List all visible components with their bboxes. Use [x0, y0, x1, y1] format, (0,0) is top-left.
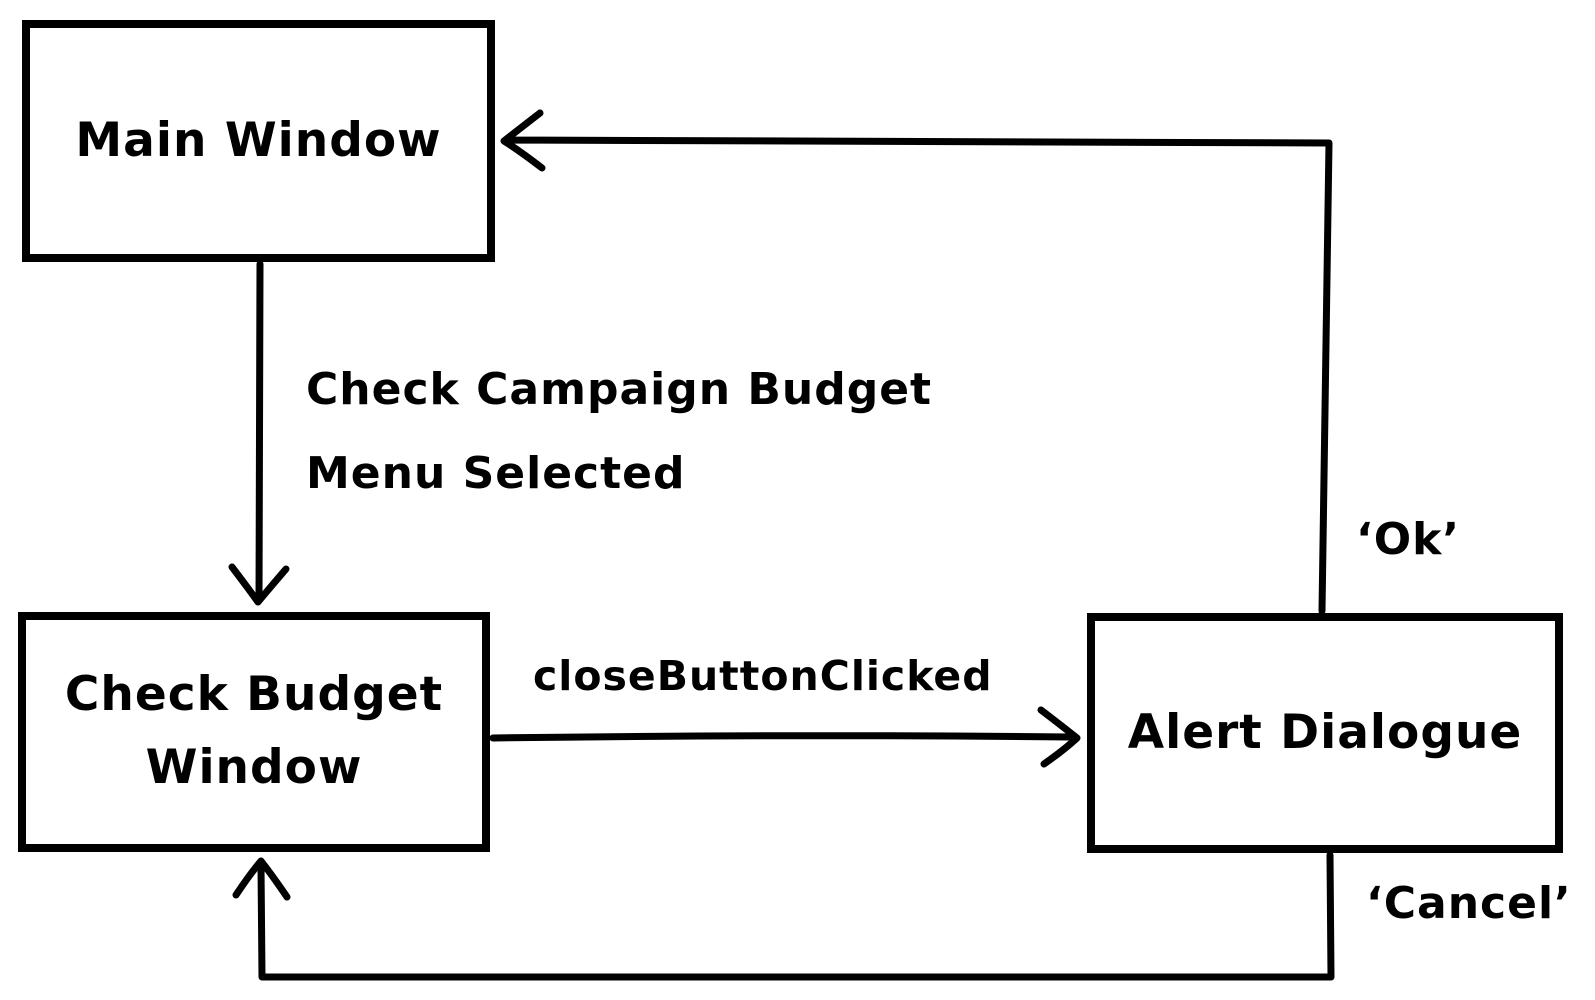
node-check-budget-window-label-line2: Window — [145, 740, 363, 795]
edge-label-menu-selected: Check Campaign Budget Menu Selected — [306, 348, 932, 515]
edge-label-cancel: ‘Cancel’ — [1366, 878, 1572, 929]
node-main-window: Main Window — [22, 20, 495, 262]
edge-label-ok: ‘Ok’ — [1356, 514, 1460, 565]
arrow-menu-selected — [228, 260, 290, 606]
edge-label-cancel-text: ‘Cancel’ — [1366, 878, 1572, 929]
arrow-ok — [500, 109, 1333, 615]
node-main-window-label: Main Window — [75, 112, 442, 168]
node-alert-dialogue-label: Alert Dialogue — [1127, 704, 1523, 760]
node-alert-dialogue: Alert Dialogue — [1087, 613, 1563, 853]
edge-label-menu-selected-line1: Check Campaign Budget — [306, 364, 933, 415]
arrow-group — [228, 109, 1335, 981]
edge-label-menu-selected-line2: Menu Selected — [306, 447, 686, 499]
node-check-budget-window: Check Budget Window — [18, 612, 490, 852]
edge-label-ok-text: ‘Ok’ — [1356, 514, 1461, 565]
node-check-budget-window-label-line1: Check Budget — [64, 667, 444, 723]
edge-label-close-button-clicked: closeButtonClicked — [533, 652, 993, 700]
arrow-cancel — [232, 851, 1335, 981]
edge-label-close-button-clicked-text: closeButtonClicked — [533, 652, 993, 700]
arrow-close-button-clicked — [489, 706, 1081, 768]
